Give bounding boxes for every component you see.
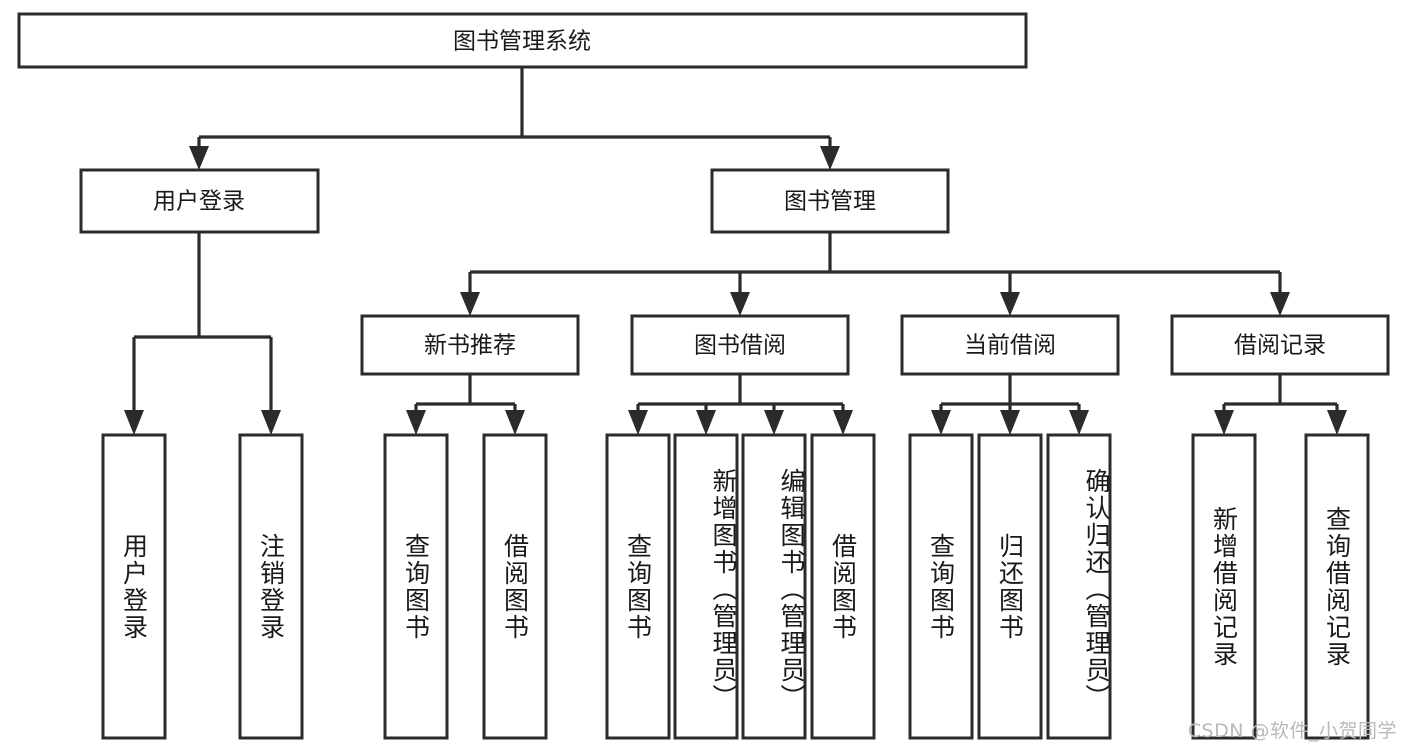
- node-new-book-recommend-box[interactable]: [360, 314, 580, 376]
- arrow-head-nb-query: [406, 410, 426, 435]
- node-current-borrow-box[interactable]: [900, 314, 1120, 376]
- node-user-login-box[interactable]: [79, 168, 320, 234]
- leaf-box-bb-query-book[interactable]: [605, 433, 671, 740]
- node-user-login-label: 用户登录: [153, 189, 245, 215]
- csdn-watermark: CSDN @软件_小贺同学: [1187, 720, 1397, 742]
- node-book-management-label: 图书管理: [784, 189, 876, 215]
- node-new-book-recommend-label: 新书推荐: [424, 333, 516, 359]
- arrow-head-new-book: [460, 292, 480, 316]
- leaf-box-user-login[interactable]: [101, 433, 167, 740]
- arrow-head-borrow-record: [1270, 292, 1290, 316]
- leaf-box-nb-query-book[interactable]: [383, 433, 449, 740]
- leaf-boxes-book-borrow: [605, 433, 876, 740]
- arrow-head-current-borrow: [1000, 292, 1020, 316]
- node-borrow-record-label: 借阅记录: [1234, 333, 1326, 359]
- leaf-box-nb-borrow-book[interactable]: [482, 433, 548, 740]
- connector-group-book-borrow-to-leaves: [628, 374, 853, 435]
- arrow-head-bb-add: [696, 410, 716, 435]
- connector-group-book-mgmt-to-level3: [460, 232, 1290, 316]
- node-book-borrow-label: 图书借阅: [694, 333, 786, 359]
- node-root-system[interactable]: 图书管理系统: [17, 12, 1028, 69]
- node-book-borrow[interactable]: 图书借阅: [630, 314, 850, 376]
- leaf-box-bb-add-book[interactable]: [673, 433, 739, 740]
- arrow-head-leaf-logout: [261, 410, 281, 435]
- node-root-system-label: 图书管理系统: [453, 29, 591, 55]
- arrow-head-bb-query: [628, 410, 648, 435]
- leaf-boxes-current-borrow: [908, 433, 1112, 740]
- node-root-system-box[interactable]: [17, 12, 1028, 69]
- arrow-head-cb-confirm: [1069, 410, 1089, 435]
- node-book-borrow-box[interactable]: [630, 314, 850, 376]
- arrow-head-book-mgmt: [820, 146, 840, 170]
- arrow-head-bb-edit: [764, 410, 784, 435]
- arrow-head-br-query: [1327, 410, 1347, 435]
- leaf-box-cb-return-book[interactable]: [977, 433, 1043, 740]
- leaf-box-bb-borrow-book[interactable]: [810, 433, 876, 740]
- node-user-login[interactable]: 用户登录: [79, 168, 320, 234]
- arrow-head-user-login: [189, 146, 209, 170]
- node-new-book-recommend[interactable]: 新书推荐: [360, 314, 580, 376]
- arrow-head-leaf-user-login: [124, 410, 144, 435]
- arrow-head-book-borrow: [730, 292, 750, 316]
- leaf-box-cb-query-book[interactable]: [908, 433, 974, 740]
- connector-group-root-to-level2: [189, 67, 840, 170]
- arrow-head-bb-borrow: [833, 410, 853, 435]
- connector-group-new-book-to-leaves: [406, 374, 525, 435]
- arrow-head-cb-query: [931, 410, 951, 435]
- leaf-box-logout[interactable]: [238, 433, 304, 740]
- node-current-borrow[interactable]: 当前借阅: [900, 314, 1120, 376]
- node-borrow-record-box[interactable]: [1170, 314, 1390, 376]
- connector-group-current-borrow-to-leaves: [931, 374, 1089, 435]
- node-book-management-box[interactable]: [710, 168, 950, 234]
- leaf-boxes-borrow-record: [1191, 433, 1370, 740]
- arrow-head-nb-borrow: [505, 410, 525, 435]
- connector-group-user-login-to-leaves: [124, 232, 281, 435]
- node-book-management[interactable]: 图书管理: [710, 168, 950, 234]
- arrow-head-cb-return: [1000, 410, 1020, 435]
- node-current-borrow-label: 当前借阅: [964, 333, 1056, 359]
- leaf-box-br-query-record[interactable]: [1304, 433, 1370, 740]
- arrow-head-br-add: [1214, 410, 1234, 435]
- leaf-box-br-add-record[interactable]: [1191, 433, 1257, 740]
- leaf-box-cb-confirm-return[interactable]: [1046, 433, 1112, 740]
- leaf-boxes-new-book-recommend: [383, 433, 548, 740]
- node-borrow-record[interactable]: 借阅记录: [1170, 314, 1390, 376]
- leaf-box-bb-edit-book[interactable]: [741, 433, 807, 740]
- connector-group-borrow-record-to-leaves: [1214, 374, 1347, 435]
- leaf-boxes-user-login: [101, 433, 304, 740]
